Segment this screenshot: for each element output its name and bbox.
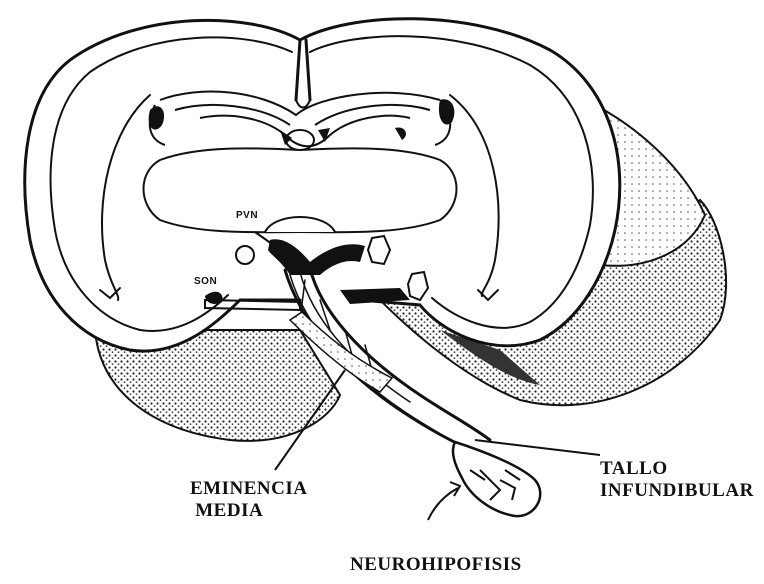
tallo-leader [475, 440, 600, 455]
neurohipofisis-arrow [428, 488, 458, 520]
neurohipofisis-label: NEUROHIPOFISIS [350, 554, 522, 576]
thalamus [144, 148, 457, 232]
neurohypophysis [453, 442, 540, 516]
son-label: SON [194, 276, 217, 287]
eminencia-media-label: EMINENCIA MEDIA [190, 478, 307, 522]
tallo-infundibular-label: TALLO INFUNDIBULAR [600, 458, 754, 502]
pvn-label: PVN [236, 210, 258, 221]
